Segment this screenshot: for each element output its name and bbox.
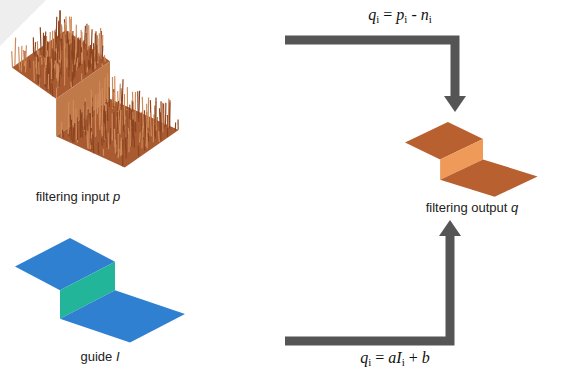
equation-label: qi = aIi + b	[358, 348, 432, 367]
figure-label: guide I	[80, 349, 119, 365]
figure-node: guide I	[8, 235, 285, 367]
equation-label: qi = pi - ni	[366, 5, 434, 24]
flow-arrow	[285, 40, 466, 112]
corner-mark	[0, 0, 46, 46]
figure-label: filtering output q	[426, 200, 519, 216]
figure-node: filtering input p	[8, 5, 285, 210]
output-surface	[405, 122, 538, 197]
figure-label: filtering input p	[36, 189, 121, 205]
figure-node: filtering output q	[400, 112, 545, 220]
guide-surface	[15, 238, 185, 343]
flow-arrow	[285, 220, 461, 341]
noisy-surface	[12, 10, 179, 167]
